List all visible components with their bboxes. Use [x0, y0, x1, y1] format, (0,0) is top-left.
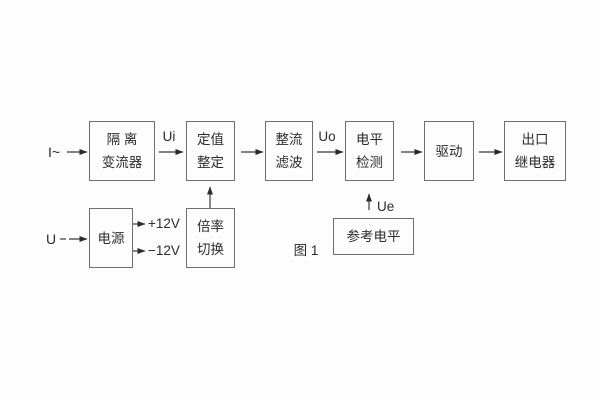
block-drive: 驱动 [424, 121, 474, 181]
block-level-detection: 电平 检测 [345, 121, 394, 181]
label-signal-ue: Ue [377, 199, 395, 214]
block-ratio-switching: 倍率 切换 [186, 208, 235, 268]
label-signal-ui: Ui [162, 129, 176, 144]
block-setting-line1: 定值 [197, 132, 224, 147]
block-level-line1: 电平 [356, 132, 383, 147]
block-rectify-line2: 滤波 [275, 155, 303, 170]
block-ratio-line2: 切换 [197, 242, 224, 257]
block-setting-adjustment: 定值 整定 [186, 121, 235, 181]
block-output-line1: 出口 [521, 132, 549, 147]
block-ratio-line1: 倍率 [197, 219, 224, 234]
block-level-line2: 检测 [356, 155, 383, 170]
block-reference-level: 参考电平 [333, 218, 414, 255]
block-drive-line1: 驱动 [435, 143, 463, 159]
block-isolation-line2: 变流器 [101, 155, 143, 170]
block-output-line2: 继电器 [514, 155, 556, 170]
block-setting-line2: 整定 [197, 155, 224, 170]
block-power-line1: 电源 [97, 230, 125, 246]
label-signal-uo: Uo [318, 129, 336, 144]
block-rectify-line1: 整流 [275, 132, 303, 147]
block-rectifier-filter: 整流 滤波 [265, 121, 313, 181]
block-reference-line1: 参考电平 [346, 229, 401, 244]
label-voltage-input: U [45, 231, 57, 247]
block-isolation-transformer: 隔 离 变流器 [89, 121, 155, 181]
block-isolation-line1: 隔 离 [106, 132, 138, 147]
block-power-supply: 电源 [89, 208, 133, 268]
label-rail-neg12v: −12V [148, 243, 180, 258]
label-current-input: I~ [47, 144, 61, 160]
figure-caption: 图 1 [293, 243, 319, 258]
block-output-relay: 出口 继电器 [504, 121, 566, 181]
label-rail-pos12v: +12V [148, 216, 180, 231]
